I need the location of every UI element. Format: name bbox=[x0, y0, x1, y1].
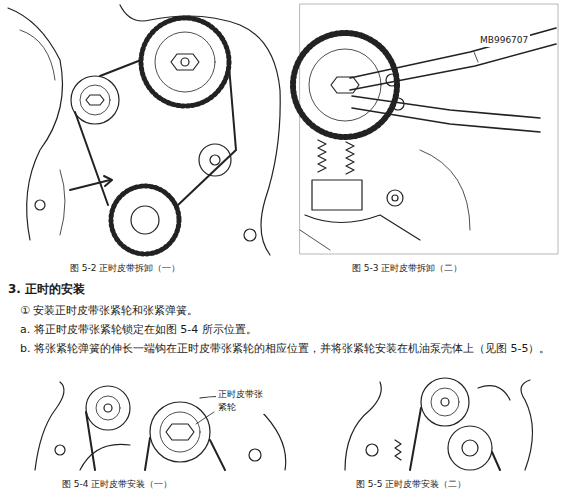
tool-number: MB996707 bbox=[478, 34, 530, 47]
step-text: b. 将张紧轮弹簧的伸长一端钩在正时皮带张紧轮的相应位置，并将张紧轮安装在机油泵… bbox=[6, 341, 550, 357]
section-heading: 3. 正时的安装 bbox=[8, 281, 85, 298]
timing-belt-installation-figure-2 bbox=[345, 378, 533, 470]
part-name: 正时皮带张紧轮 bbox=[216, 388, 272, 414]
figure-caption: 图 5-5 正时皮带安装（二） bbox=[356, 478, 466, 491]
timing-belt-installation-figure-1 bbox=[35, 382, 286, 470]
figure-caption: 图 5-3 正时皮带拆卸（二） bbox=[352, 262, 462, 275]
step-text: ① 安装正时皮带张紧轮和张紧弹簧。 bbox=[20, 303, 198, 319]
timing-belt-removal-figure-1 bbox=[8, 5, 280, 255]
figure-caption: 图 5-2 正时皮带拆卸（一） bbox=[70, 262, 180, 275]
figure-caption: 图 5-4 正时皮带安装（一） bbox=[62, 478, 172, 491]
timing-belt-removal-figure-2 bbox=[293, 4, 558, 254]
step-text: a. 将正时皮带张紧轮锁定在如图 5-4 所示位置。 bbox=[20, 322, 257, 338]
